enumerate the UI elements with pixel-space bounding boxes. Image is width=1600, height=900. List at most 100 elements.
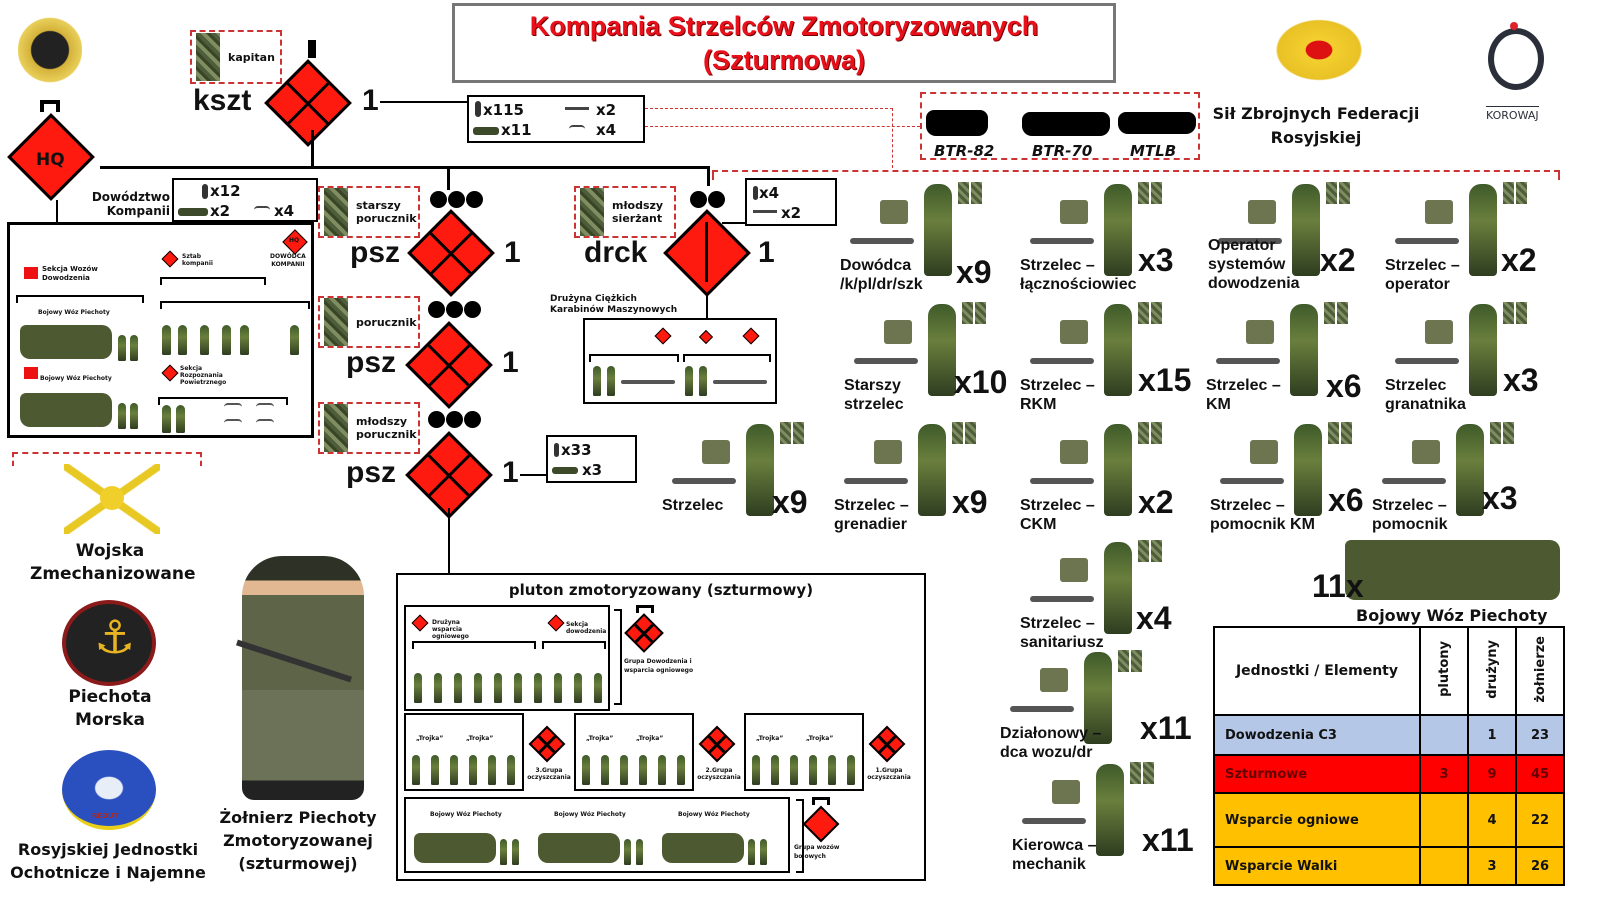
rank-straps-icon <box>1138 540 1162 562</box>
soldier-figure-icon <box>1104 542 1132 634</box>
role-label: Strzelec –KM <box>1206 376 1281 414</box>
team-size-icon <box>636 605 654 613</box>
crew-soldier-icon <box>118 335 126 361</box>
rifle-icon <box>1220 478 1284 484</box>
command-group-symbol <box>624 613 664 653</box>
role-count: x9 <box>952 484 988 520</box>
rank-straps-icon <box>1503 302 1527 324</box>
rifle-icon <box>850 238 914 244</box>
table-cell-zolnierze: 22 <box>1515 792 1565 848</box>
squad-mini-symbol <box>742 327 760 345</box>
bwp-big-count: 11x <box>1312 568 1364 604</box>
bwp-label-2: Bojowy Wóz Piechoty <box>40 375 112 382</box>
pluton-panel: pluton zmotoryzowany (szturmowy) Drużyna… <box>396 573 926 881</box>
role-label-line1: Działonowy – <box>1000 725 1102 742</box>
heavy-mg-icon <box>621 380 675 384</box>
rank-line2: sierżant <box>612 212 663 225</box>
rank-strap-icon <box>324 404 348 452</box>
page-title: Kompania Strzelców Zmotoryzowanych (Sztu… <box>452 3 1116 83</box>
rank-straps-icon <box>1326 182 1350 204</box>
table-cell-name: Wsparcie Walki <box>1213 846 1421 886</box>
brand-name: KOROWAJ <box>1486 106 1539 122</box>
hq-soldiers: x12 <box>210 182 241 200</box>
platoon-symbol-1 <box>407 209 495 297</box>
platoon-abbr-1: psz <box>350 236 401 269</box>
redut-emblem <box>62 750 156 830</box>
rifle-icon <box>1030 478 1094 484</box>
title-line2: (Szturmowa) <box>703 45 865 75</box>
staff-soldier-icon <box>240 325 249 355</box>
rifle-icon <box>1022 818 1086 824</box>
rank-straps-icon <box>780 422 804 444</box>
squad-mini-symbol <box>654 327 672 345</box>
crew-soldier-icon <box>118 403 126 429</box>
table-header-plutony: plutony <box>1419 626 1469 716</box>
soldier-figure-icon <box>924 184 952 276</box>
team-size-icon <box>812 797 830 805</box>
hq-small-label: HQ <box>289 237 300 244</box>
company-count: 1 <box>362 84 379 117</box>
backpack-icon <box>884 320 912 344</box>
role-count: x3 <box>1138 242 1174 278</box>
bracket <box>614 609 622 705</box>
rifle-icon <box>1030 358 1094 364</box>
platoon-soldier-icon <box>534 673 542 703</box>
role-label-line2: CKM <box>1020 516 1057 533</box>
table-cell-name: Wsparcie ogniowe <box>1213 792 1421 848</box>
role-label-line1: Strzelec <box>662 497 724 514</box>
backpack-icon <box>1425 320 1453 344</box>
bracket <box>683 354 771 362</box>
role-label-line2: operator <box>1385 276 1450 293</box>
soldier-figure-icon <box>1469 184 1497 276</box>
crew-soldier-icon <box>500 839 507 865</box>
backpack-icon <box>1425 200 1453 224</box>
rank-strap-icon <box>324 298 348 346</box>
command-section-symbol <box>547 614 565 632</box>
vehicle-icon <box>178 208 208 216</box>
branch-naval: Piechota Morska <box>30 686 190 732</box>
drck-label-line1: Drużyna Ciężkich <box>550 294 637 304</box>
medic-soldier-icon <box>200 325 209 355</box>
squad-mini-symbol <box>698 329 714 345</box>
drck-detail-panel <box>583 318 777 404</box>
table-cell-name: Szturmowe <box>1213 754 1421 794</box>
pluton-title: pluton zmotoryzowany (szturmowy) <box>508 581 814 599</box>
backpack-icon <box>1060 200 1088 224</box>
vehicle-label-btr70: BTR-70 <box>1032 142 1093 160</box>
role-count: x11 <box>1142 822 1194 858</box>
sztab-label: Sztab kompanii <box>182 253 213 267</box>
role-label-line1: Strzelec <box>1385 377 1447 394</box>
korowaj-logo-dot-icon <box>1510 22 1518 30</box>
role-label-line1: Operator <box>1208 237 1276 254</box>
drck-count: 1 <box>758 236 775 269</box>
role-label: Strzelec –grenadier <box>834 496 909 534</box>
backpack-icon <box>874 440 902 464</box>
ground-forces-emblem <box>18 8 82 92</box>
assault-group-label: 1.Grupa oczyszczania <box>867 767 911 781</box>
bwp-label: Bojowy Wóz Piechoty <box>430 811 502 818</box>
rank-straps-icon <box>1138 182 1162 204</box>
rifle-icon <box>854 358 918 364</box>
assault-soldier-icon <box>752 755 760 785</box>
fire-support-symbol <box>411 614 429 632</box>
vehicle-icon <box>552 467 578 474</box>
role-label-line1: Strzelec – <box>1210 497 1285 514</box>
mtlb-silhouette-icon <box>1118 112 1196 134</box>
backpack-icon <box>1040 668 1068 692</box>
soldier-figure-icon <box>1290 304 1318 396</box>
drck-totals: x4 x2 <box>745 178 837 226</box>
drone-icon <box>256 403 274 411</box>
hq-totals: x12 x2 x4 <box>172 178 318 222</box>
bracket <box>412 641 536 649</box>
role-count: x3 <box>1482 480 1518 516</box>
platoon-soldier-icon <box>554 673 562 703</box>
bwp-vehicle-icon <box>20 393 112 427</box>
trojka-label: „Trojka” <box>416 735 444 742</box>
